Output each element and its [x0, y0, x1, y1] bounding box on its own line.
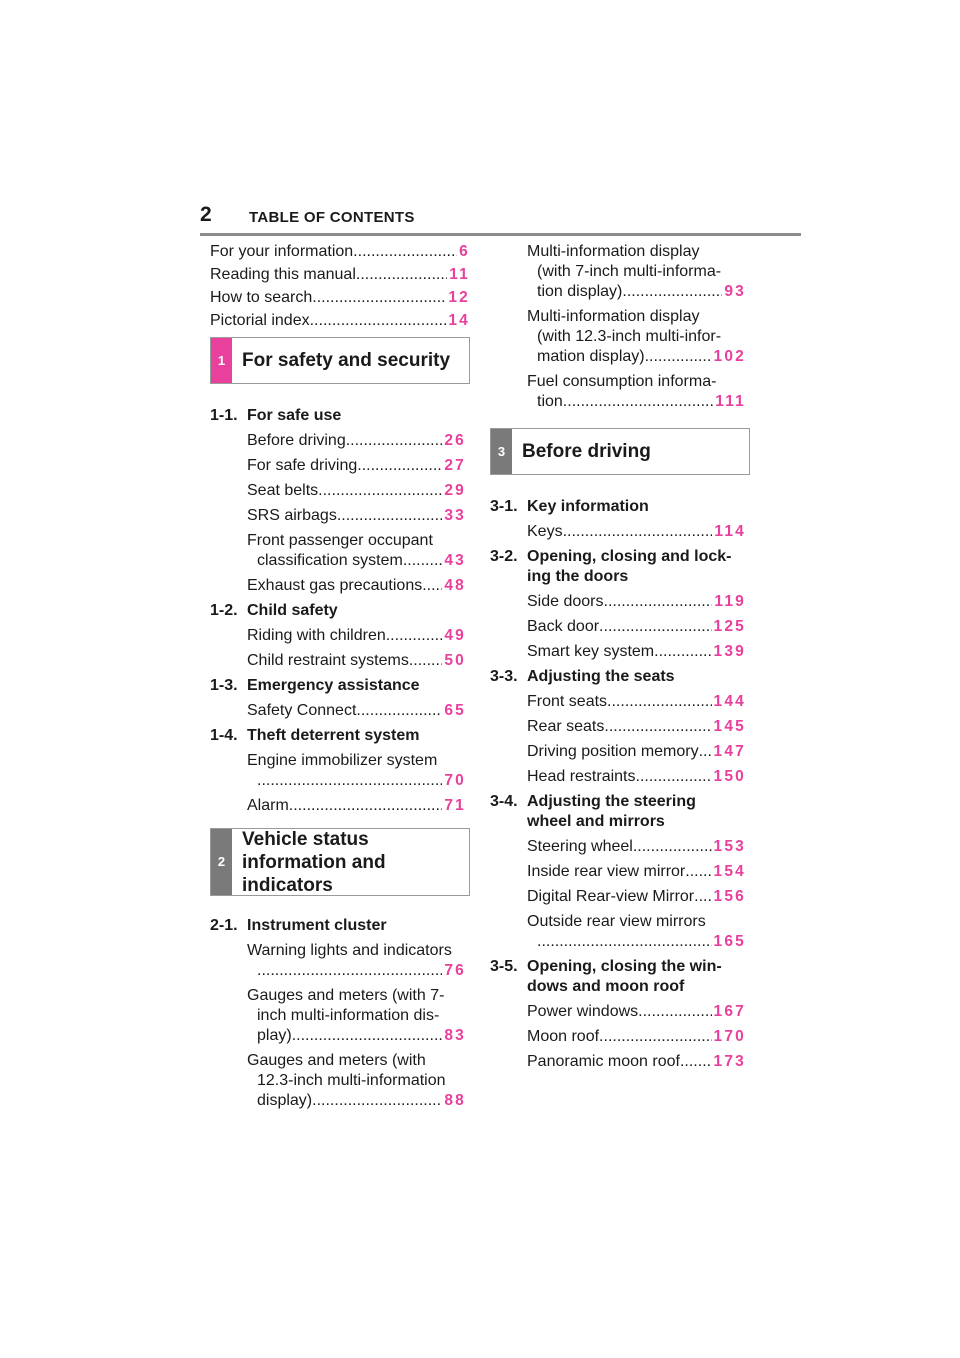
entry-page[interactable]: 6: [459, 243, 470, 260]
toc-entry[interactable]: Engine immobilizer system 70: [210, 751, 470, 791]
toc-entry[interactable]: Side doors119: [490, 592, 750, 612]
toc-entry[interactable]: Rear seats145: [490, 717, 750, 737]
toc-entry[interactable]: Riding with children49: [210, 626, 470, 646]
toc-entry[interactable]: For your information 6: [210, 242, 470, 262]
subsection-title[interactable]: 3-5.Opening, closing the win-dows and mo…: [490, 958, 722, 995]
toc-entry[interactable]: Child restraint systems50: [210, 651, 470, 671]
toc-entry[interactable]: Multi-information display (with 7-inch m…: [490, 242, 750, 302]
subsection-title[interactable]: 3-2.Opening, closing and lock-ing the do…: [490, 548, 732, 585]
toc-entry[interactable]: Front seats144: [490, 692, 750, 712]
toc-entry[interactable]: Back door125: [490, 617, 750, 637]
entry-label: For your information: [210, 243, 354, 260]
subsection-title[interactable]: 3-3.Adjusting the seats: [490, 668, 675, 685]
page-number: 2: [200, 203, 212, 226]
header-rule: [200, 233, 801, 236]
toc-entry[interactable]: Gauges and meters (with 7- inch multi-in…: [210, 986, 470, 1046]
toc-entry[interactable]: Front passenger occupant classification …: [210, 531, 470, 571]
entry-label: Reading this manual: [210, 266, 356, 283]
section-header-2[interactable]: 2 Vehicle status information and indicat…: [210, 828, 470, 896]
toc-entry[interactable]: Safety Connect65: [210, 701, 470, 721]
section-header-1[interactable]: 1 For safety and security: [210, 337, 470, 384]
toc-entry[interactable]: Driving position memory147: [490, 742, 750, 762]
toc-entry[interactable]: Power windows167: [490, 1002, 750, 1022]
toc-entry[interactable]: Head restraints150: [490, 767, 750, 787]
section-title: Vehicle status information and indicator…: [242, 828, 386, 896]
toc-entry[interactable]: Fuel consumption informa- tion111: [490, 372, 750, 412]
right-column: Multi-information display (with 7-inch m…: [490, 242, 750, 1077]
toc-entry[interactable]: Before driving26: [210, 431, 470, 451]
toc-entry[interactable]: Seat belts29: [210, 481, 470, 501]
toc-entry[interactable]: Warning lights and indicators 76: [210, 941, 470, 981]
section-header-3[interactable]: 3 Before driving: [490, 428, 750, 475]
toc-entry[interactable]: Gauges and meters (with 12.3-inch multi-…: [210, 1051, 470, 1111]
toc-entry[interactable]: How to search 12: [210, 288, 470, 308]
toc-entry[interactable]: Smart key system139: [490, 642, 750, 662]
entry-label: Pictorial index: [210, 312, 310, 329]
subsection-title[interactable]: 1-1.For safe use: [210, 407, 342, 424]
section-title: Before driving: [522, 441, 651, 462]
subsection-title[interactable]: 1-2.Child safety: [210, 602, 338, 619]
subsection-title[interactable]: 3-1.Key information: [490, 498, 649, 515]
section-tab: 3: [491, 429, 512, 474]
entry-page[interactable]: 11: [449, 266, 470, 283]
toc-entry[interactable]: Multi-information display (with 12.3-inc…: [490, 307, 750, 367]
toc-entry[interactable]: Pictorial index 14: [210, 311, 470, 331]
entry-page[interactable]: 14: [448, 312, 470, 329]
toc-entry[interactable]: Inside rear view mirror154: [490, 862, 750, 882]
left-column: For your information 6 Reading this manua…: [210, 242, 470, 1116]
toc-entry[interactable]: Moon roof170: [490, 1027, 750, 1047]
toc-entry[interactable]: Reading this manual 11: [210, 265, 470, 285]
toc-entry[interactable]: Digital Rear-view Mirror156: [490, 887, 750, 907]
subsection-title[interactable]: 1-4.Theft deterrent system: [210, 727, 420, 744]
entry-page[interactable]: 12: [448, 289, 470, 306]
toc-entry[interactable]: Outside rear view mirrors 165: [490, 912, 750, 952]
section-title: For safety and security: [242, 350, 451, 371]
subsection-title[interactable]: 1-3.Emergency assistance: [210, 677, 420, 694]
toc-entry[interactable]: Panoramic moon roof173: [490, 1052, 750, 1072]
toc-entry[interactable]: Alarm71: [210, 796, 470, 816]
toc-entry[interactable]: Exhaust gas precautions48: [210, 576, 470, 596]
toc-entry[interactable]: For safe driving27: [210, 456, 470, 476]
toc-entry[interactable]: SRS airbags33: [210, 506, 470, 526]
section-tab: 1: [211, 338, 232, 383]
toc-entry[interactable]: Keys114: [490, 522, 750, 542]
subsection-title[interactable]: 2-1.Instrument cluster: [210, 917, 387, 934]
section-tab: 2: [211, 829, 232, 895]
header-title: TABLE OF CONTENTS: [249, 209, 415, 226]
entry-label: How to search: [210, 289, 313, 306]
toc-entry[interactable]: Steering wheel153: [490, 837, 750, 857]
